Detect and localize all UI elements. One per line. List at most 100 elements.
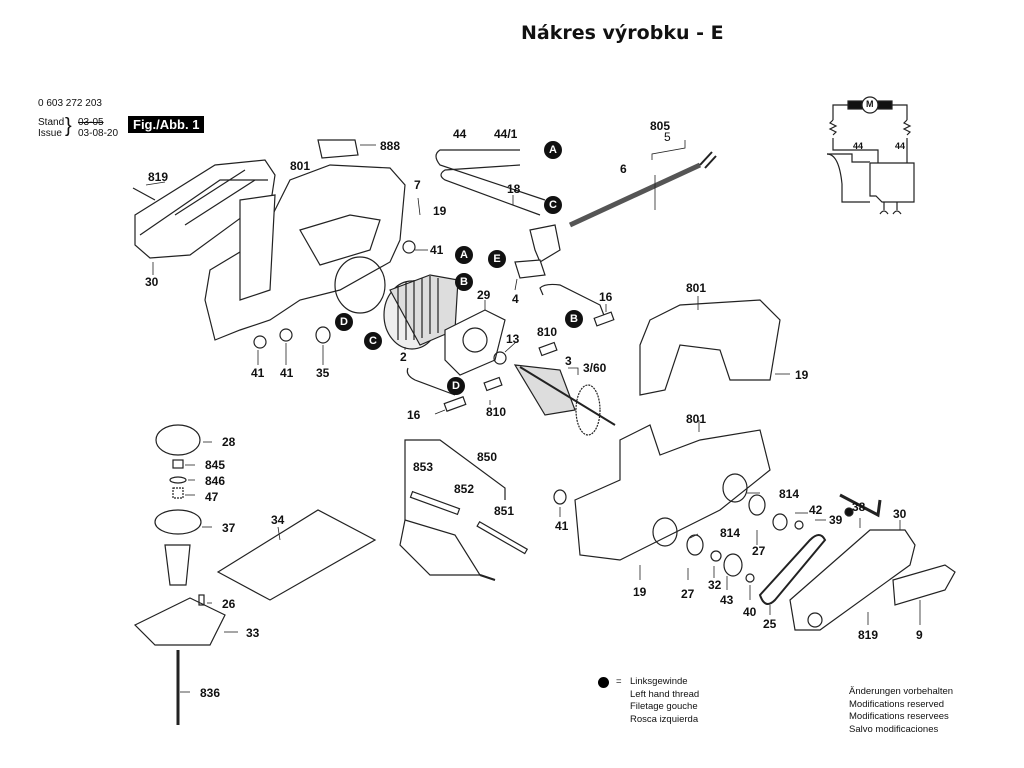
part-43: 43	[720, 593, 734, 607]
part-814: 814	[720, 526, 741, 540]
legend-left-thread: Linksgewinde Left hand thread Filetage g…	[630, 676, 699, 726]
part-5: 5	[664, 130, 671, 144]
part-37: 37	[222, 521, 236, 535]
part-41: 41	[430, 243, 444, 257]
issue-date: 03-08-20	[78, 128, 119, 139]
stand-label: Stand	[38, 117, 65, 128]
part-13: 13	[506, 332, 520, 346]
part-41: 41	[555, 519, 569, 533]
nut-39	[794, 520, 804, 530]
part-819: 819	[858, 628, 879, 642]
nut-40	[745, 573, 755, 583]
depth-adjuster-37	[154, 509, 202, 535]
part-30: 30	[893, 507, 907, 521]
legend-equals: =	[616, 676, 622, 687]
callout-c: C	[544, 196, 562, 214]
gear-housing-801	[574, 424, 771, 561]
part-810: 810	[537, 325, 558, 339]
callout-b: B	[565, 310, 583, 328]
part-801: 801	[686, 281, 707, 295]
legend-line: Modifications reservees	[849, 711, 949, 722]
armature	[513, 364, 616, 436]
legend-line: Änderungen vorbehalten	[849, 686, 954, 697]
brush-spring-16a	[539, 283, 606, 319]
front-shoe-33	[133, 597, 226, 646]
callout-d: D	[335, 313, 353, 331]
figure-label: Fig./Abb. 1	[128, 116, 205, 133]
resistor-left	[828, 119, 838, 136]
callout-c: C	[364, 332, 382, 350]
part-47: 47	[205, 490, 219, 504]
left-thread-dot	[844, 507, 854, 517]
switch-4	[529, 224, 561, 263]
carbon-brush-810b	[483, 376, 503, 392]
stand-date: 03-05	[78, 117, 104, 128]
page-title: Nákres výrobku - E	[521, 22, 724, 44]
part-846: 846	[205, 474, 226, 488]
part-41: 41	[251, 366, 265, 380]
part-42: 42	[809, 503, 823, 517]
resistor-right	[902, 119, 912, 136]
part-18: 18	[507, 182, 521, 196]
part-33: 33	[246, 626, 260, 640]
document-number: 0 603 272 203	[38, 98, 102, 109]
stator	[383, 274, 459, 350]
part-888: 888	[380, 139, 401, 153]
pulley-42	[772, 513, 788, 531]
callout-a: A	[455, 246, 473, 264]
part-16: 16	[407, 408, 421, 422]
brush-spring-16b	[406, 367, 456, 396]
wire-label-44: 44	[895, 141, 906, 151]
part-3-60: 3/60	[583, 361, 607, 375]
part-810: 810	[486, 405, 507, 419]
part-29: 29	[477, 288, 491, 302]
part-16: 16	[599, 290, 613, 304]
part-3: 3	[565, 354, 572, 368]
knob-28	[155, 424, 201, 456]
part-9: 9	[916, 628, 923, 642]
part-40: 40	[743, 605, 757, 619]
part-30: 30	[145, 275, 159, 289]
planer-drum	[399, 439, 529, 581]
leader-lines	[145, 140, 921, 693]
part-6: 6	[620, 162, 627, 176]
nut-845	[172, 459, 184, 469]
motor-label: M	[866, 99, 874, 109]
part-2: 2	[400, 350, 407, 364]
part-28: 28	[222, 435, 236, 449]
part-850: 850	[477, 450, 498, 464]
handle-801	[639, 299, 781, 396]
carbon-brush-810a	[538, 341, 558, 357]
part-19: 19	[433, 204, 447, 218]
nut-41c	[402, 240, 416, 254]
legend-line: Filetage gouche	[630, 701, 698, 712]
housing-main	[204, 139, 406, 341]
legend-modifications: Änderungen vorbehalten Modifications res…	[849, 686, 953, 736]
power-cable-6	[568, 162, 702, 228]
allen-key-38	[839, 493, 882, 518]
part-27: 27	[681, 587, 695, 601]
bearing-814b	[686, 534, 704, 556]
label-9	[892, 564, 956, 606]
part-801: 801	[290, 159, 311, 173]
stand-issue-block: Stand Issue } 03-05 03-08-20	[38, 115, 118, 139]
callout-e: E	[488, 250, 506, 268]
brace-icon: }	[65, 115, 72, 137]
nut-41a	[253, 335, 267, 349]
callout-b: B	[455, 273, 473, 291]
bearing-814a	[748, 494, 766, 516]
part-34: 34	[271, 513, 285, 527]
legend-line: Rosca izquierda	[630, 713, 699, 725]
part-852: 852	[454, 482, 475, 496]
part-41: 41	[280, 366, 294, 380]
label-plate-888	[317, 139, 359, 159]
spring-47	[172, 487, 184, 499]
callout-a: A	[544, 141, 562, 159]
wiring-schematic	[826, 96, 915, 215]
part-39: 39	[829, 513, 843, 527]
part-38: 38	[852, 500, 866, 514]
part-25: 25	[763, 617, 777, 631]
motor-symbol	[861, 96, 879, 114]
part-851: 851	[494, 504, 515, 518]
